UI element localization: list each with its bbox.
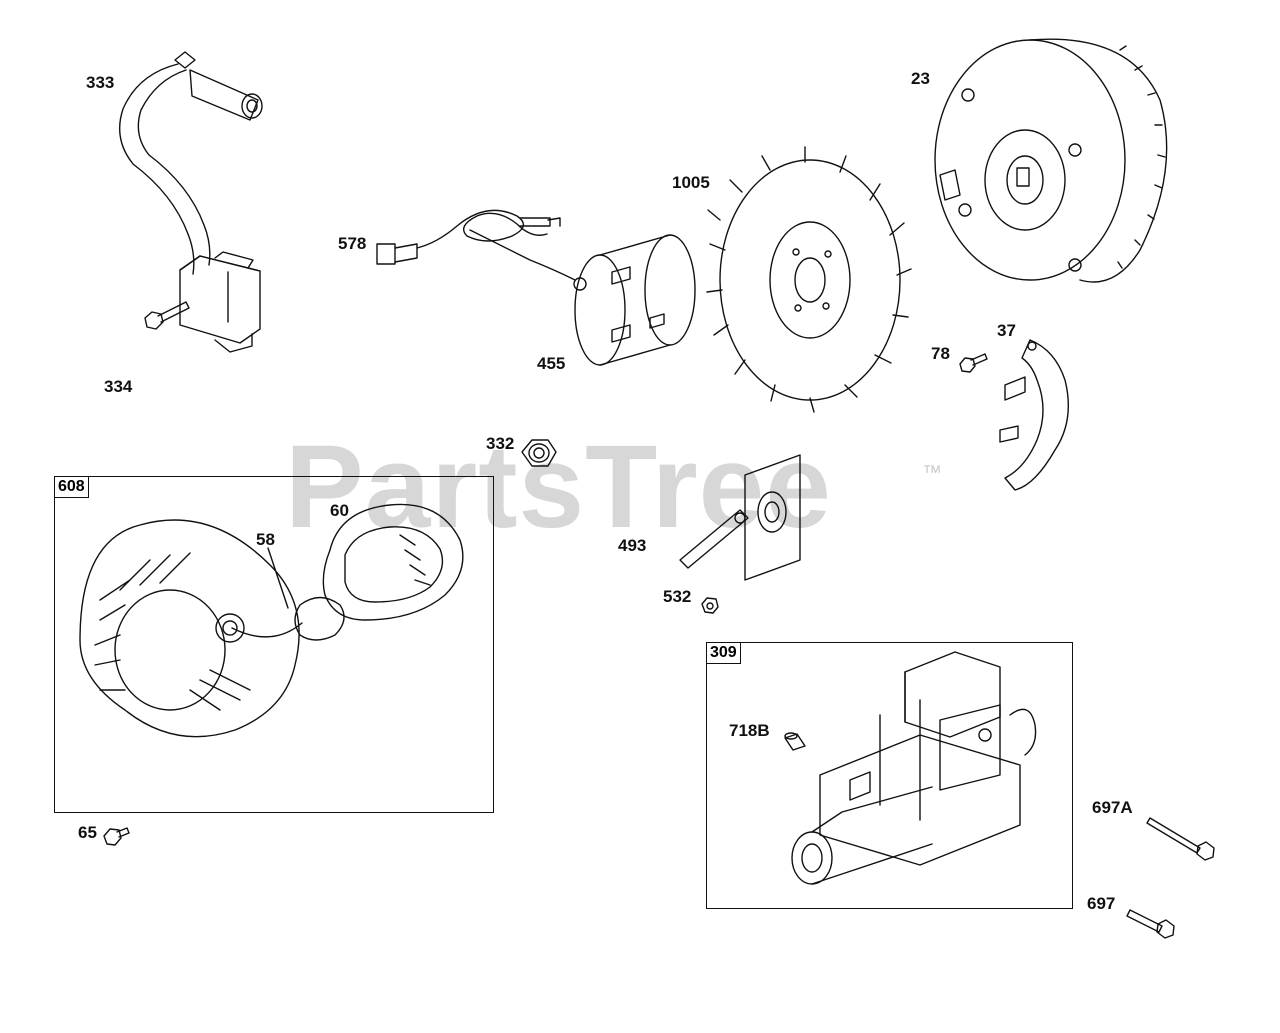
kit-tag-309[interactable]: 309 bbox=[706, 642, 741, 664]
label-part-578[interactable]: 578 bbox=[338, 234, 367, 253]
bracket-493-drawing[interactable] bbox=[679, 454, 801, 581]
kit-box-309[interactable]: 309 bbox=[706, 642, 1073, 909]
kit-tag-608[interactable]: 608 bbox=[54, 476, 89, 498]
bolt-697a-drawing[interactable] bbox=[1146, 817, 1215, 861]
watermark: PartsTree bbox=[285, 421, 832, 553]
label-part-718b[interactable]: 718B bbox=[729, 721, 770, 740]
starter-rope-drawing[interactable] bbox=[231, 547, 303, 638]
blower-housing-drawing[interactable] bbox=[79, 519, 300, 738]
bolt-697-drawing[interactable] bbox=[1126, 909, 1175, 939]
kit-box-608[interactable]: 608 bbox=[54, 476, 494, 813]
ignition-coil-drawing[interactable] bbox=[119, 51, 263, 353]
trademark-symbol: ™ bbox=[922, 462, 942, 484]
wire-harness-drawing[interactable] bbox=[376, 209, 587, 291]
starter-motor-drawing[interactable] bbox=[791, 651, 1037, 885]
starter-handle-drawing[interactable] bbox=[294, 503, 464, 641]
shield-37-drawing[interactable] bbox=[999, 339, 1070, 491]
label-part-1005[interactable]: 1005 bbox=[672, 173, 710, 192]
label-part-697[interactable]: 697 bbox=[1087, 894, 1116, 913]
flywheel-drawing[interactable] bbox=[934, 38, 1168, 283]
label-part-697a[interactable]: 697A bbox=[1092, 798, 1133, 817]
flywheel-nut-drawing[interactable] bbox=[521, 439, 557, 467]
bolt-334-drawing[interactable] bbox=[144, 301, 190, 330]
starter-cup-drawing[interactable] bbox=[574, 234, 696, 366]
screw-65-drawing[interactable] bbox=[103, 827, 130, 846]
label-part-23[interactable]: 23 bbox=[911, 69, 930, 88]
label-part-60[interactable]: 60 bbox=[330, 501, 349, 520]
label-part-78[interactable]: 78 bbox=[931, 344, 950, 363]
label-part-334[interactable]: 334 bbox=[104, 377, 133, 396]
label-part-493[interactable]: 493 bbox=[618, 536, 647, 555]
label-part-65[interactable]: 65 bbox=[78, 823, 97, 842]
screw-78-drawing[interactable] bbox=[959, 353, 988, 373]
nut-532-drawing[interactable] bbox=[701, 597, 719, 614]
pin-718b-drawing[interactable] bbox=[784, 732, 806, 751]
label-part-455[interactable]: 455 bbox=[537, 354, 566, 373]
label-part-333[interactable]: 333 bbox=[86, 73, 115, 92]
label-part-58[interactable]: 58 bbox=[256, 530, 275, 549]
label-part-332[interactable]: 332 bbox=[486, 434, 515, 453]
label-part-532[interactable]: 532 bbox=[663, 587, 692, 606]
blower-fan-drawing[interactable] bbox=[706, 146, 912, 413]
label-part-37[interactable]: 37 bbox=[997, 321, 1016, 340]
